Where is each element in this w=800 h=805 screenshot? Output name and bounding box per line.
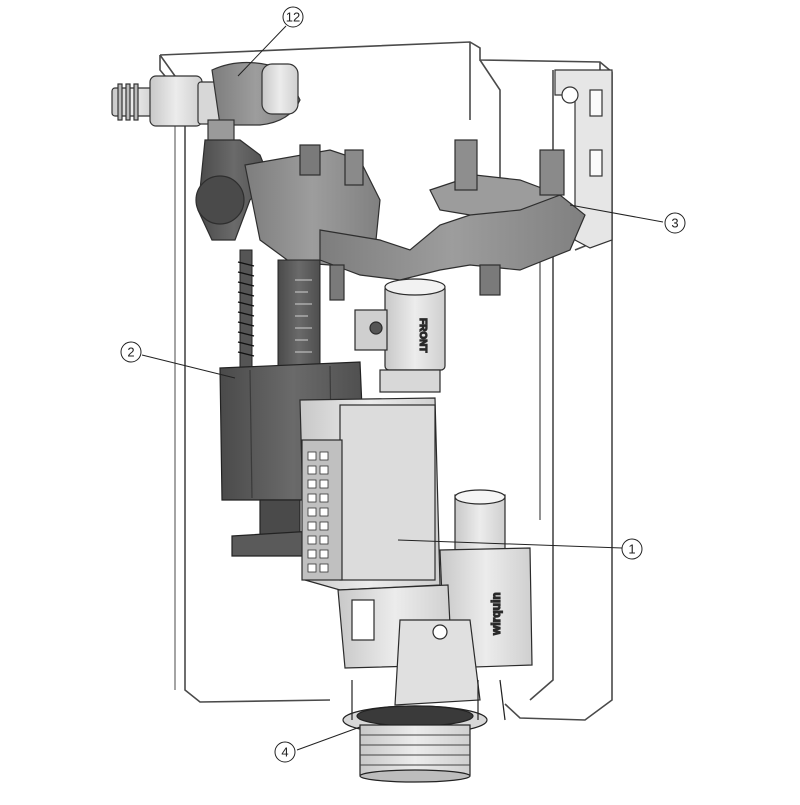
- callout-1: 1: [621, 538, 643, 560]
- callout-4: 4: [274, 741, 296, 763]
- callout-12: 12: [282, 6, 304, 28]
- brand-marking: wirquin: [489, 592, 503, 636]
- tank-top-bracket: [554, 69, 613, 249]
- callout-1-label: 1: [628, 542, 635, 557]
- callout-2: 2: [120, 341, 142, 363]
- outlet-seal-base: [342, 679, 506, 783]
- flush-valve-frame: [319, 139, 586, 301]
- front-marking: FRONT: [417, 318, 428, 352]
- callout-4-label: 4: [281, 745, 288, 760]
- callout-2-label: 2: [127, 345, 134, 360]
- callout-3-label: 3: [671, 216, 678, 231]
- inlet-connector: [111, 61, 301, 143]
- flush-valve-body: [299, 397, 441, 591]
- callout-3: 3: [664, 212, 686, 234]
- lower-valve-body: [337, 584, 481, 706]
- callout-12-label: 12: [286, 10, 300, 25]
- front-bracket: FRONT: [354, 278, 446, 393]
- callout-leader-lines: [141, 25, 664, 751]
